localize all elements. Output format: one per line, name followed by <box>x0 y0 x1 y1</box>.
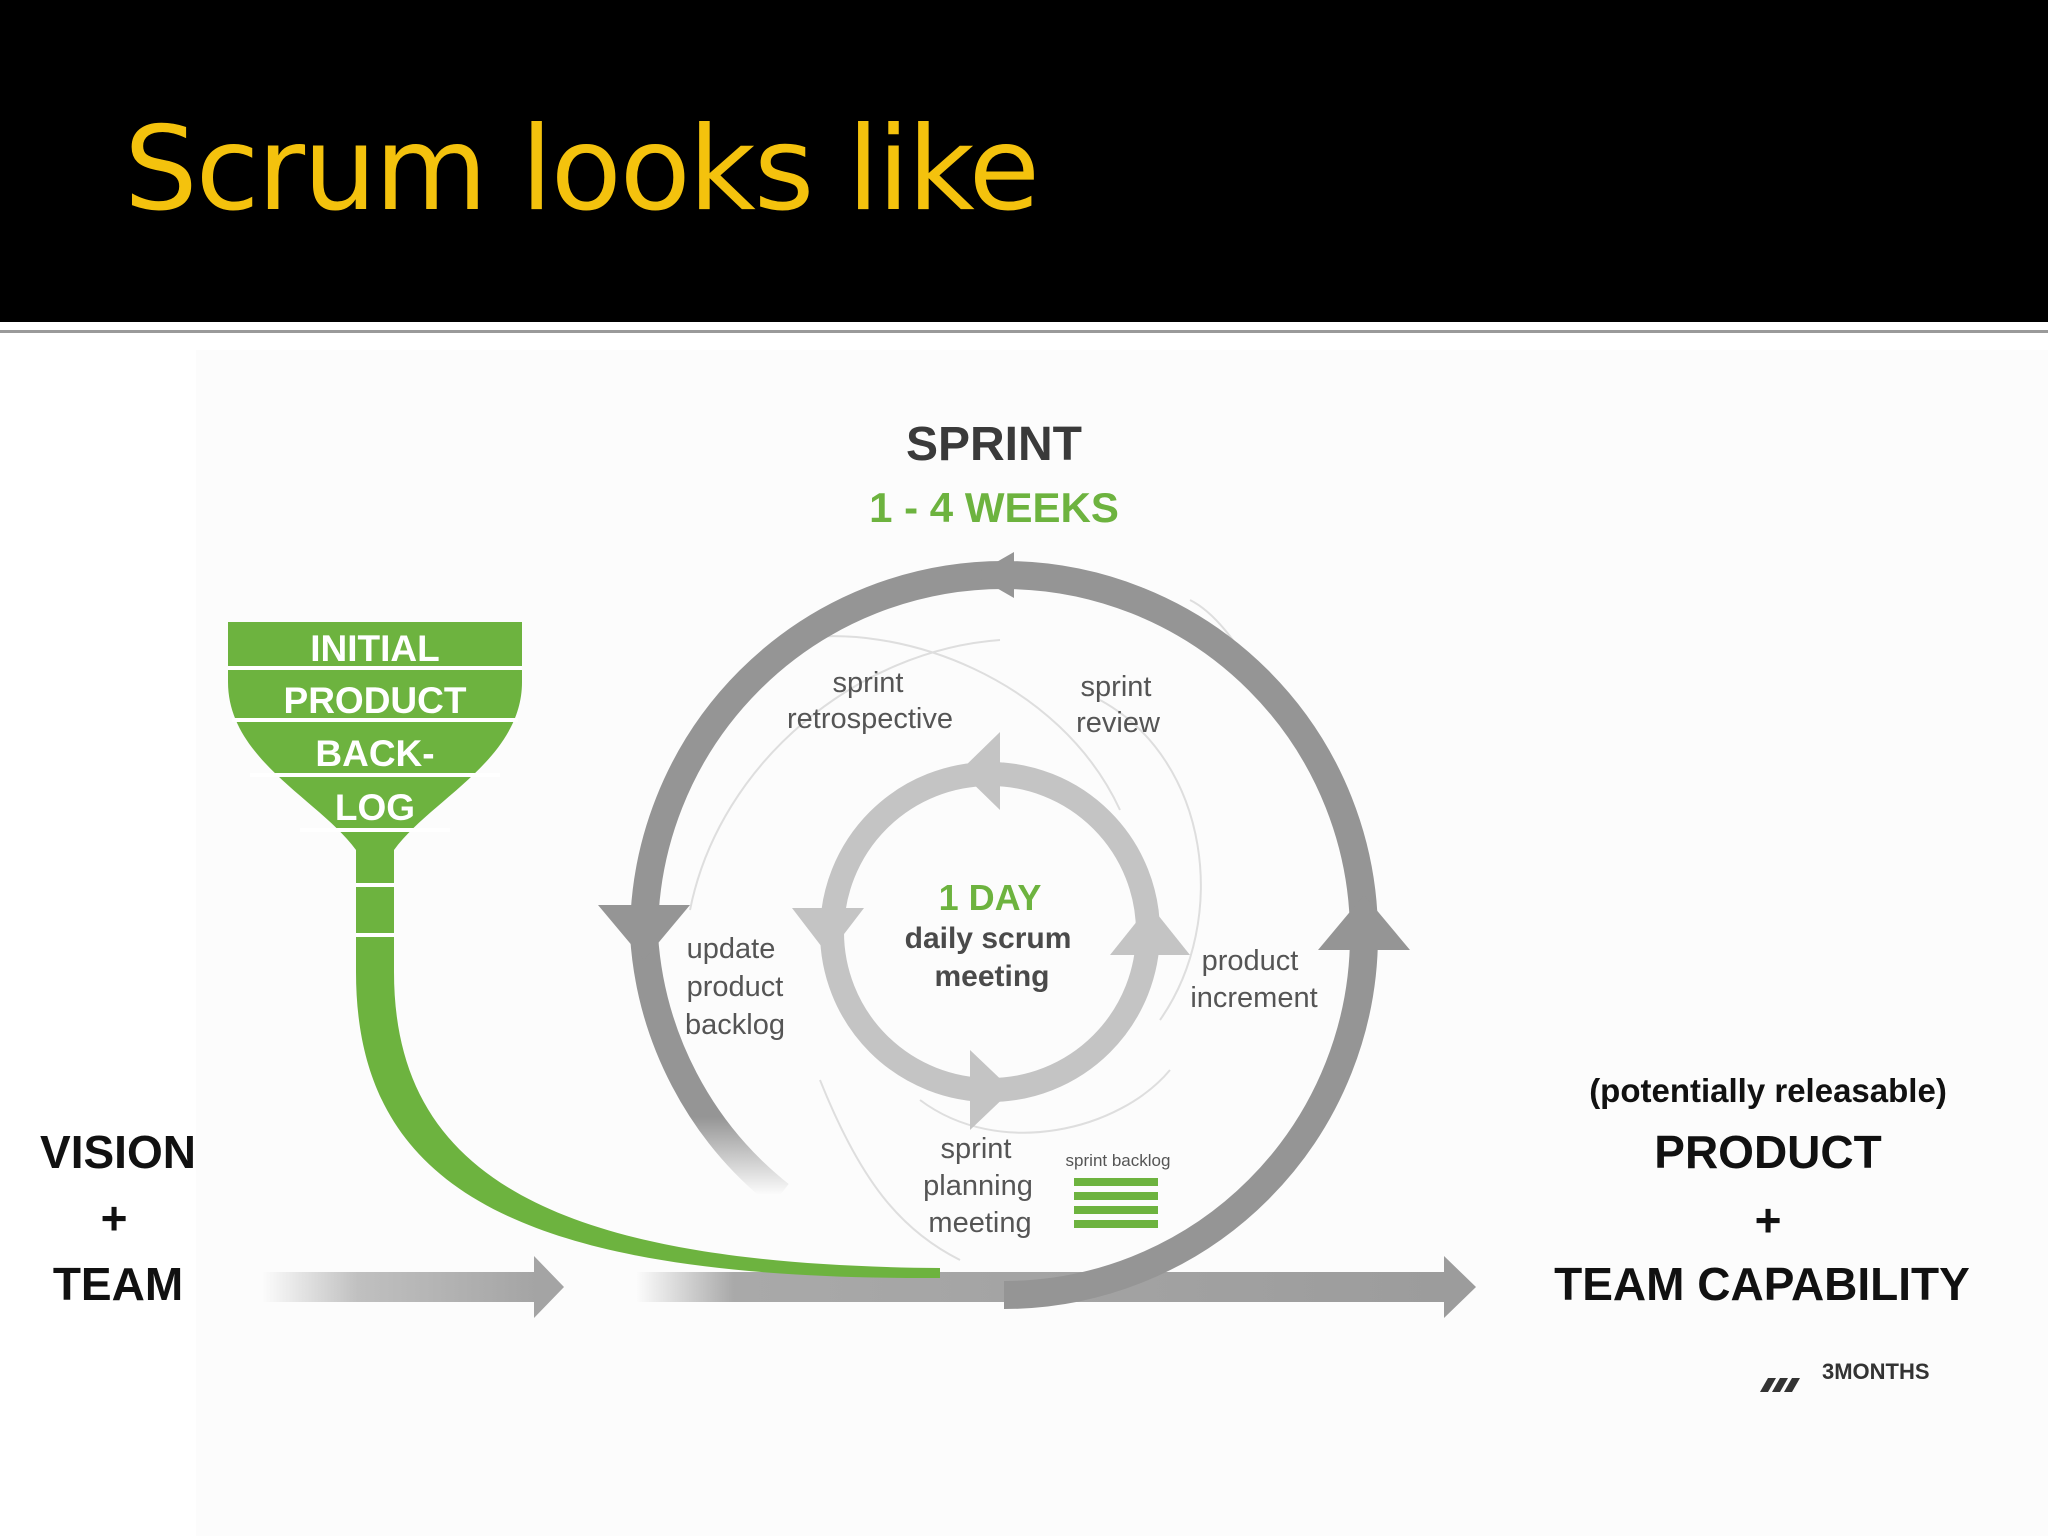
sprint-cycle-arrowheads <box>598 552 1410 960</box>
sprint-backlog-stack-icon <box>1074 1178 1158 1228</box>
daily-cycle-arrowheads <box>792 732 1190 1130</box>
update-backlog-label: product <box>687 971 784 1003</box>
logo-mark-icon <box>1760 1378 1800 1392</box>
output-line: PRODUCT <box>1654 1126 1881 1178</box>
update-backlog-label: update <box>687 933 776 965</box>
review-label: sprint <box>1081 671 1152 703</box>
backlog-line: BACK- <box>315 733 434 774</box>
product-backlog-funnel <box>228 622 940 1279</box>
output-line: TEAM CAPABILITY <box>1554 1258 1970 1310</box>
input-line: TEAM <box>53 1258 183 1310</box>
sprint-label: SPRINT <box>906 418 1082 471</box>
increment-label: increment <box>1190 982 1317 1014</box>
output-qualifier: (potentially releasable) <box>1589 1072 1947 1109</box>
title-bar: Scrum looks like <box>0 0 2048 322</box>
backlog-label: INITIAL PRODUCT BACK- LOG <box>284 628 467 828</box>
input-line: VISION <box>40 1126 196 1178</box>
swirl-lines <box>689 599 1261 1261</box>
backlog-line: PRODUCT <box>284 680 467 721</box>
logo-text: 3MONTHS <box>1822 1359 1930 1384</box>
output-line: + <box>1755 1194 1782 1246</box>
planning-label: sprint <box>941 1133 1012 1165</box>
input-line: + <box>101 1192 128 1244</box>
slide-title: Scrum looks like <box>124 102 1040 237</box>
input-arrow <box>262 1256 564 1318</box>
daily-label-line: daily scrum <box>905 922 1072 955</box>
sprint-duration: 1 - 4 WEEKS <box>869 484 1119 531</box>
daily-duration: 1 DAY <box>939 877 1042 918</box>
backlog-line: LOG <box>335 787 415 828</box>
sprint-backlog-label: sprint backlog <box>1066 1151 1171 1170</box>
planning-label: planning <box>923 1170 1033 1202</box>
retrospective-label: sprint <box>833 667 904 699</box>
title-divider <box>0 330 2048 333</box>
daily-label-line: meeting <box>934 960 1049 993</box>
planning-label: meeting <box>928 1207 1031 1239</box>
backlog-line: INITIAL <box>310 628 439 669</box>
review-label: review <box>1076 707 1161 739</box>
update-backlog-label: backlog <box>685 1009 785 1041</box>
retrospective-label: retrospective <box>787 703 953 735</box>
increment-label: product <box>1202 945 1299 977</box>
